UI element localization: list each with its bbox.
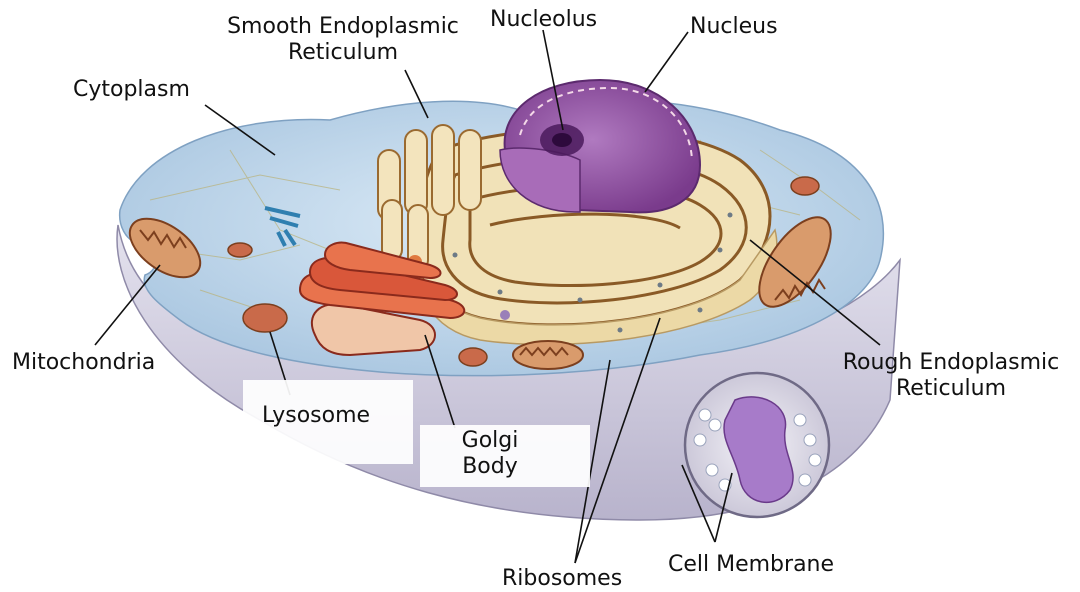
rough-er-label-line1: Rough Endoplasmic <box>826 350 1076 376</box>
nucleolus-label: Nucleolus <box>490 7 597 33</box>
golgi-label: Golgi Body <box>440 428 540 481</box>
smooth-er-label-line1: Smooth Endoplasmic <box>208 14 478 40</box>
mitochondria-label: Mitochondria <box>12 350 155 376</box>
smooth-er-label: Smooth Endoplasmic Reticulum <box>208 14 478 67</box>
rough-er-label-line2: Reticulum <box>826 376 1076 402</box>
membrane-inset <box>685 373 829 517</box>
golgi-label-line2: Body <box>440 454 540 480</box>
cytoplasm-label: Cytoplasm <box>73 77 190 103</box>
lysosome-label: Lysosome <box>262 403 370 429</box>
cell-membrane-label: Cell Membrane <box>668 552 834 578</box>
ribosomes-label: Ribosomes <box>502 566 622 592</box>
vesicle <box>500 310 510 320</box>
rough-er-label: Rough Endoplasmic Reticulum <box>826 350 1076 403</box>
golgi-label-line1: Golgi <box>440 428 540 454</box>
nucleus-label: Nucleus <box>690 14 778 40</box>
smooth-er-label-line2: Reticulum <box>208 40 478 66</box>
